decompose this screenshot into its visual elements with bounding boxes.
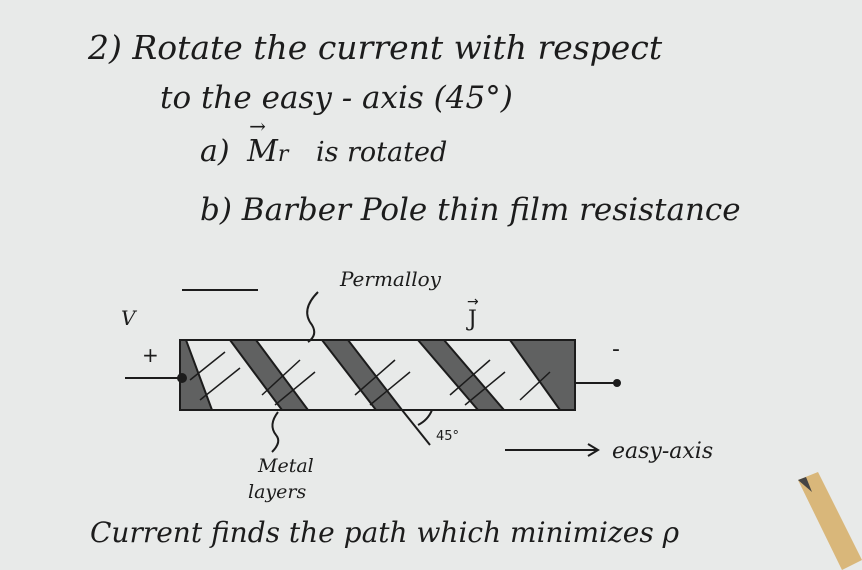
metal-band [319,339,405,411]
m-subscript: r [277,142,289,167]
heading-rotate-current: 2) Rotate the current with respect [88,28,663,67]
metal-bands [179,339,576,411]
footer-note: Current finds the path which minimizes ρ [90,516,680,549]
line-easy-axis: to the easy - axis (45°) [160,80,513,116]
vector-arrow-icon: → [467,294,479,310]
current-arrows [189,351,551,406]
m-symbol: M [247,134,278,169]
minus-label: - [612,337,620,362]
pencil-icon [798,472,862,570]
angle-arc [417,409,433,426]
arrowhead-icon [587,443,600,457]
angle-line [401,409,431,446]
metal-band-right [508,339,576,411]
permalloy-pointer [306,291,319,343]
metal-pointer [271,411,280,453]
metal-band [415,339,507,411]
item-a-text: is rotated [315,137,448,168]
plus-label: + [142,343,159,367]
current-density-label: J [466,307,477,332]
layers-label: layers [248,481,306,503]
terminal-left [177,373,187,383]
item-b: b) Barber Pole thin film resistance [200,192,741,228]
terminal-right [613,379,621,387]
permalloy-label: Permalloy [339,267,442,291]
magnetization-symbol: →Mr [247,114,289,169]
item-a: a) →Mr is rotated [200,114,448,169]
vector-arrow-icon: → [249,114,266,138]
angle-label: 45° [436,429,459,444]
metal-band [228,339,310,411]
voltage-label: V [121,306,138,330]
easy-axis-label: easy-axis [612,439,713,464]
metal-label: Metal [257,455,314,477]
item-a-prefix: a) [200,134,230,169]
